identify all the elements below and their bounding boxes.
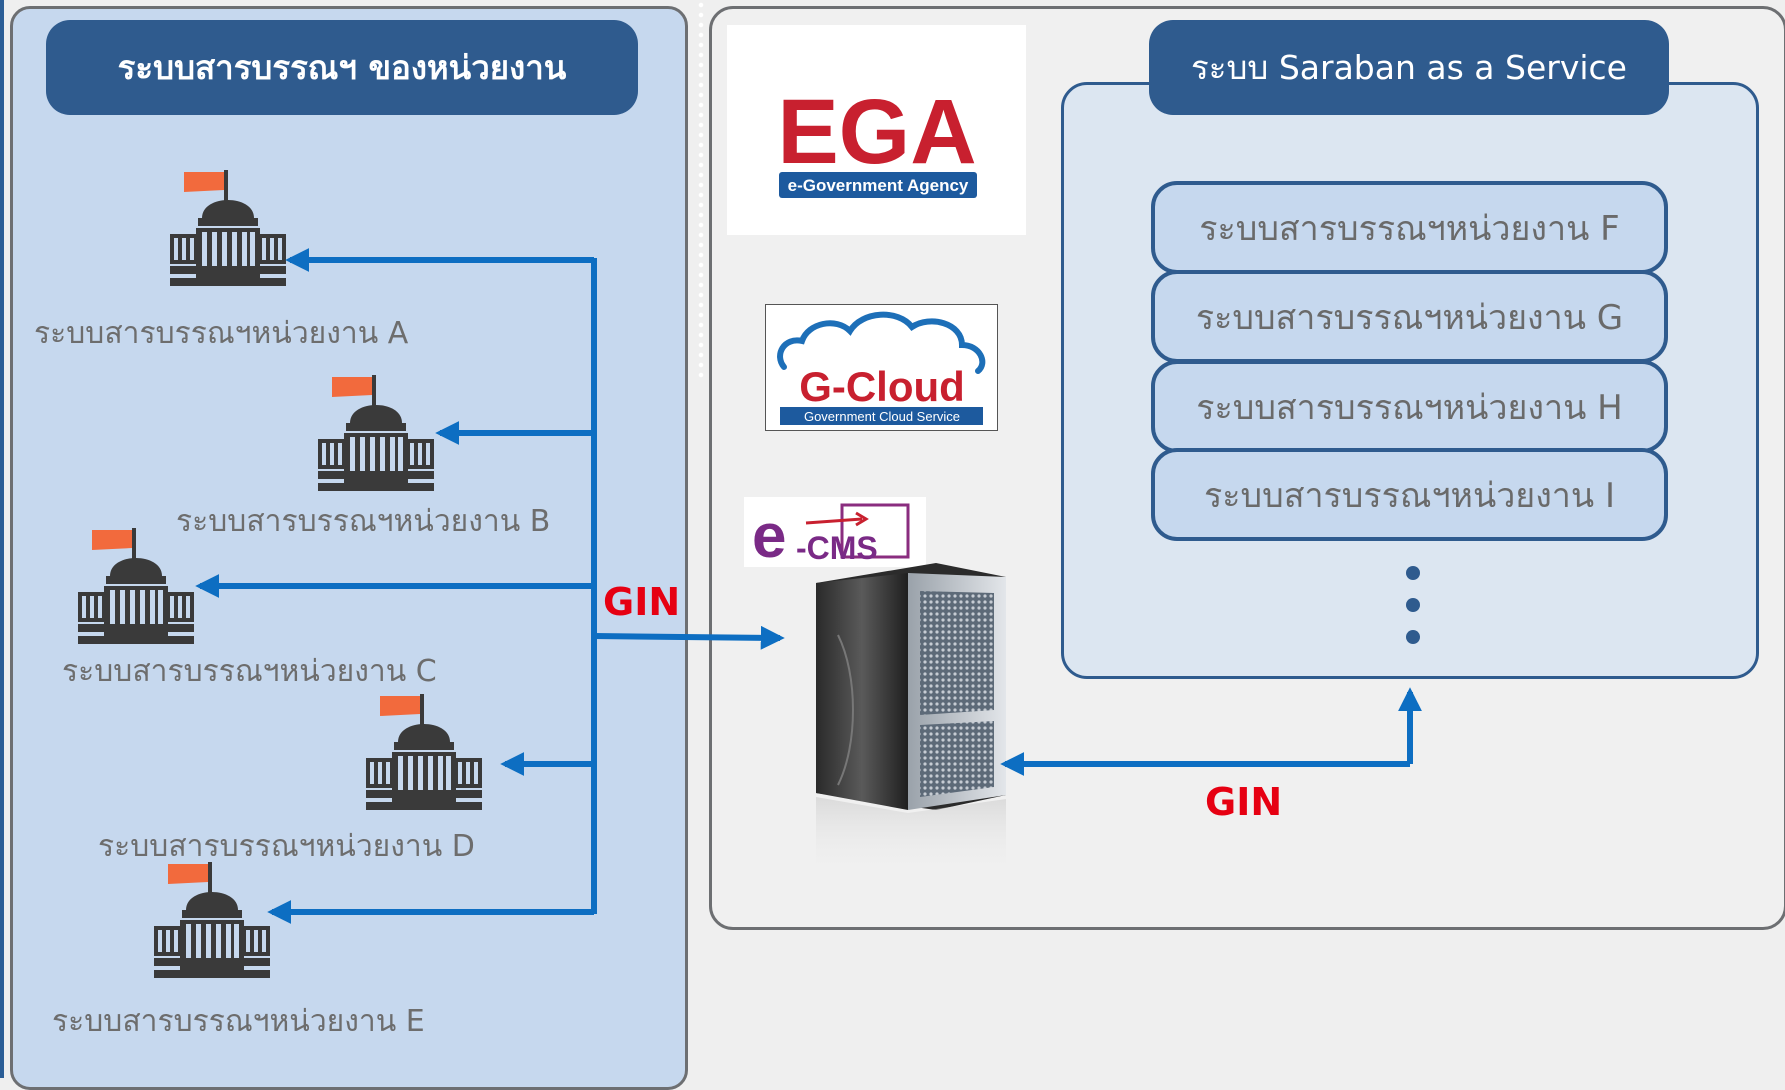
ellipsis-dot xyxy=(1406,598,1420,612)
svg-text:G-Cloud: G-Cloud xyxy=(799,363,965,410)
e-cms-logo: e -CMS xyxy=(744,497,926,571)
server-icon xyxy=(816,563,1006,875)
agency-label-c: ระบบสารบรรณฯหน่วยงาน C xyxy=(62,654,437,689)
agency-label-e: ระบบสารบรรณฯหน่วยงาน E xyxy=(52,1004,425,1039)
g-cloud-logo: G-Cloud Government Cloud Service xyxy=(765,304,998,431)
svg-text:EGA: EGA xyxy=(777,81,976,183)
left-edge-bar xyxy=(0,0,4,1078)
svg-text:Government Cloud Service: Government Cloud Service xyxy=(804,409,960,424)
ellipsis-dot xyxy=(1406,630,1420,644)
ega-logo: EGA e-Government Agency xyxy=(727,25,1026,235)
agency-label-d: ระบบสารบรรณฯหน่วยงาน D xyxy=(98,829,475,864)
svg-text:e: e xyxy=(752,502,786,567)
svg-text:-CMS: -CMS xyxy=(796,530,878,566)
svg-text:e-Government Agency: e-Government Agency xyxy=(788,176,969,195)
service-row-h: ระบบสารบรรณฯหน่วยงาน H xyxy=(1151,360,1668,453)
agency-label-b: ระบบสารบรรณฯหน่วยงาน B xyxy=(176,504,551,539)
gin-label-bottom: GIN xyxy=(1205,780,1283,824)
saraban-service-title: ระบบ Saraban as a Service xyxy=(1149,20,1669,115)
dotted-divider xyxy=(696,0,706,380)
agency-systems-title: ระบบสารบรรณฯ ของหน่วยงาน xyxy=(46,20,638,115)
ellipsis-dot xyxy=(1406,566,1420,580)
gin-label-left: GIN xyxy=(603,580,681,624)
agency-label-a: ระบบสารบรรณฯหน่วยงาน A xyxy=(34,316,409,351)
service-row-i: ระบบสารบรรณฯหน่วยงาน I xyxy=(1151,448,1668,541)
